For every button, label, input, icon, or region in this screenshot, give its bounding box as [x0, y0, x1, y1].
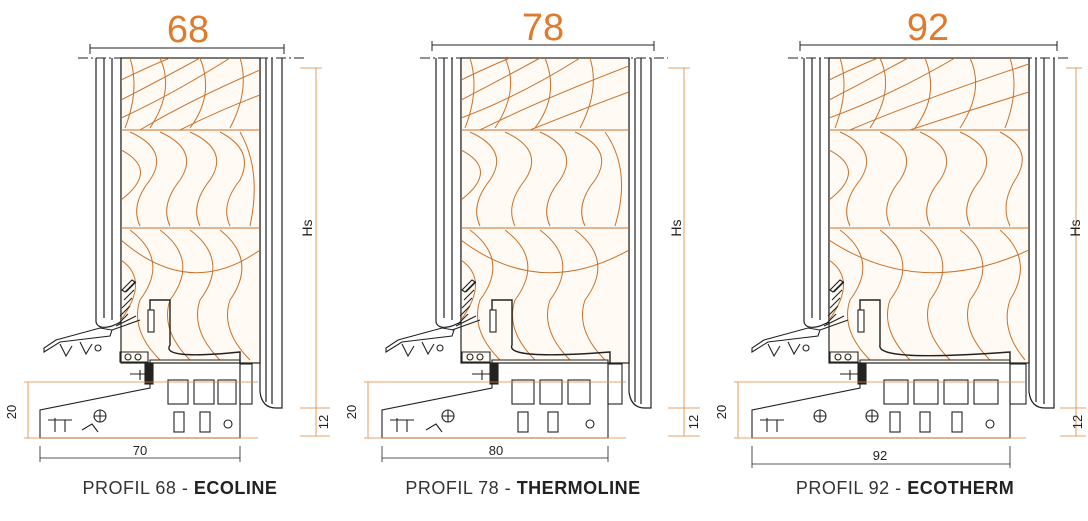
left-dim-label: 20 — [714, 405, 729, 419]
hinge-hardware — [451, 279, 497, 363]
left-dim-label: 20 — [4, 405, 19, 419]
sash-frame — [803, 58, 1055, 409]
caption-prefix: PROFIL 92 - — [795, 478, 908, 498]
bottom-dim-label: 70 — [133, 443, 147, 458]
caption-name: THERMOLINE — [516, 478, 641, 498]
wood-core — [460, 57, 630, 364]
threshold-profile — [39, 359, 253, 439]
width-label: 92 — [907, 7, 949, 49]
height-label: Hs — [1067, 219, 1083, 236]
caption-name: ECOTHERM — [907, 478, 1015, 498]
dimension-lines — [24, 67, 330, 439]
right-dim-label: 12 — [1070, 415, 1085, 429]
dimension-lines — [734, 67, 1086, 439]
caption-prefix: PROFIL 78 - — [405, 478, 517, 498]
drip-rail — [751, 327, 821, 358]
sash-frame — [95, 58, 283, 409]
hinge-hardware — [111, 279, 155, 363]
profile-78: 78 — [344, 7, 701, 462]
threshold-profile — [381, 359, 623, 439]
height-label: Hs — [299, 219, 315, 236]
width-label: 78 — [522, 7, 564, 49]
left-dim-label: 20 — [344, 405, 359, 419]
caption-profile-92: PROFIL 92 - ECOTHERM — [775, 478, 1035, 499]
caption-profile-68: PROFIL 68 - ECOLINE — [60, 478, 300, 499]
dimension-lines — [364, 67, 700, 439]
profile-68: 68 — [4, 9, 331, 462]
drip-rail — [385, 327, 455, 358]
caption-prefix: PROFIL 68 - — [82, 478, 194, 498]
bottom-dim-label: 80 — [489, 443, 503, 458]
width-label: 68 — [167, 9, 209, 51]
height-label: Hs — [668, 219, 684, 236]
sash-frame — [435, 58, 652, 409]
right-dim-label: 12 — [686, 415, 701, 429]
wood-core — [120, 57, 261, 364]
right-dim-label: 12 — [316, 415, 331, 429]
profile-92: 92 — [714, 7, 1086, 468]
bottom-dim-label: 92 — [873, 448, 887, 463]
threshold-profile — [751, 359, 1027, 439]
caption-name: ECOLINE — [193, 478, 278, 498]
caption-profile-78: PROFIL 78 - THERMOLINE — [388, 478, 658, 499]
hinge-hardware — [819, 279, 865, 363]
drip-rail — [43, 327, 113, 358]
